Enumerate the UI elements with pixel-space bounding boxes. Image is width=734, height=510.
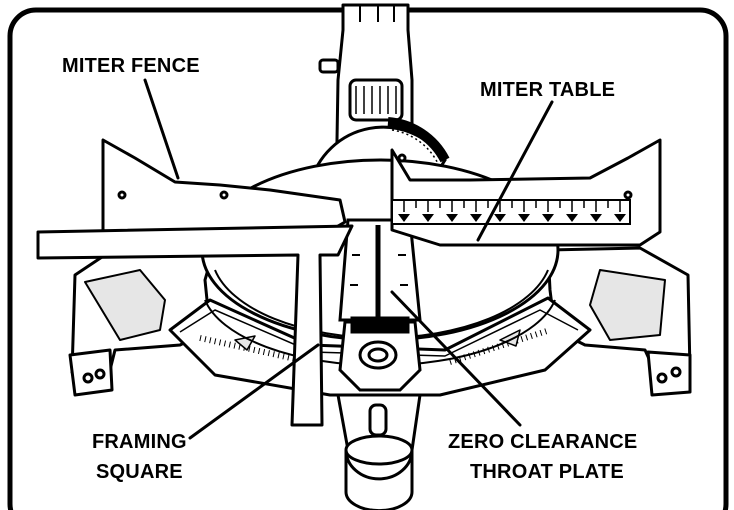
label-framing-square-line1: FRAMING bbox=[92, 431, 187, 453]
miter-lock-handle bbox=[336, 316, 422, 510]
label-miter-fence: MITER FENCE bbox=[62, 55, 200, 77]
miter-fence-ruler bbox=[391, 199, 631, 225]
label-miter-table: MITER TABLE bbox=[480, 79, 615, 101]
leader-lines bbox=[143, 78, 554, 440]
leader-throat-plate bbox=[390, 290, 522, 427]
label-throat-plate-line1: ZERO CLEARANCE bbox=[448, 431, 637, 453]
leader-framing-square bbox=[188, 343, 320, 440]
leader-miter-fence bbox=[143, 78, 180, 180]
framing-square-shape bbox=[36, 224, 354, 427]
saw-base bbox=[68, 243, 692, 397]
leader-miter-table bbox=[476, 100, 554, 242]
label-throat-plate-line2: THROAT PLATE bbox=[470, 461, 624, 483]
label-framing-square-line2: SQUARE bbox=[96, 461, 183, 483]
